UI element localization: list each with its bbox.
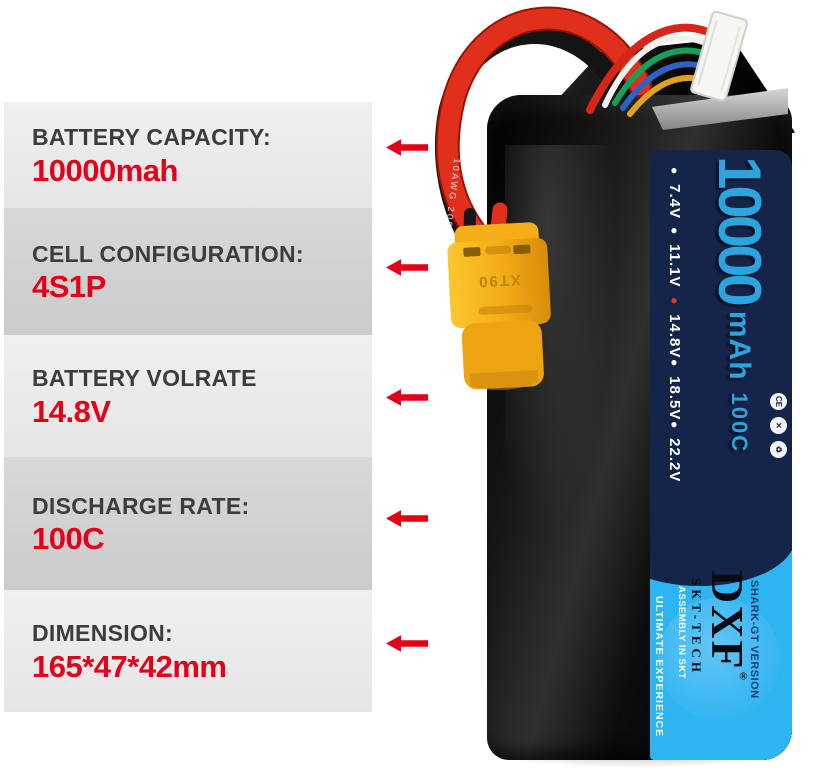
spec-label: BATTERY VOLRATE <box>32 365 257 392</box>
voltage-option-selected: ● 14.8V <box>666 293 683 358</box>
spec-block-capacity: BATTERY CAPACITY: 10000mah <box>4 102 372 208</box>
bullet-icon: ● <box>667 223 681 239</box>
battery-label: 10000 mAh 100C ● 7.4V ● 11.1V ● 14.8V ● … <box>650 150 792 760</box>
voltage-text: 18.5V <box>666 376 683 421</box>
ce-mark-icon: CE <box>770 393 787 410</box>
spec-value: 4S1P <box>32 269 106 305</box>
voltage-text: 14.8V <box>666 314 683 359</box>
discharge-rate-text: 100C <box>727 392 753 454</box>
pack-gloss-highlight <box>505 145 625 575</box>
left-arrow-icon <box>386 510 428 527</box>
bullet-icon: ● <box>667 355 681 371</box>
voltage-text: 22.2V <box>666 438 683 483</box>
spec-block-discharge-rate: DISCHARGE RATE: 100C <box>4 457 372 590</box>
weee-bin-icon: ✕ <box>770 417 787 434</box>
recycle-icon: ♻ <box>770 441 787 458</box>
spec-label: DISCHARGE RATE: <box>32 492 250 519</box>
capacity-text: 10000 mAh 100C <box>705 156 774 453</box>
voltage-option: ● 7.4V <box>666 163 683 219</box>
bullet-icon: ● <box>667 163 681 179</box>
certification-badges: CE ✕ ♻ <box>770 393 787 458</box>
spec-block-cell-configuration: CELL CONFIGURATION: 4S1P <box>4 208 372 335</box>
xt90-slot <box>463 247 481 257</box>
spec-value: 10000mah <box>32 152 178 188</box>
registered-mark: ® <box>737 670 750 685</box>
label-brand-area: ULTIMATE EXPERIENCE ASSEMBLY IN SKT SKT-… <box>650 538 792 760</box>
spec-value: 14.8V <box>32 393 111 429</box>
assembly-text: ASSEMBLY IN SKT <box>676 586 687 680</box>
spec-value: 100C <box>32 521 105 557</box>
edition-text: SHARK-GT VERSION <box>748 580 760 699</box>
spec-block-dimension: DIMENSION: 165*47*42mm <box>4 590 372 712</box>
spec-value: 165*47*42mm <box>32 648 227 684</box>
spec-label: CELL CONFIGURATION: <box>32 240 304 267</box>
wire-gauge-print: 10AWG 200°C <box>441 157 463 245</box>
tagline-text: ULTIMATE EXPERIENCE <box>653 596 665 738</box>
spec-block-voltage: BATTERY VOLRATE 14.8V <box>4 335 372 457</box>
left-arrow-icon <box>386 139 428 156</box>
left-arrow-icon <box>386 259 428 276</box>
left-arrow-icon <box>386 635 428 652</box>
battery-pack: 10000 mAh 100C ● 7.4V ● 11.1V ● 14.8V ● … <box>487 95 792 760</box>
spec-label: BATTERY CAPACITY: <box>32 124 271 151</box>
black-wire-stub <box>463 208 476 252</box>
voltage-option: ● 11.1V <box>666 223 683 288</box>
sub-brand-text: SKT-TECH <box>689 578 704 676</box>
capacity-unit: mAh <box>723 310 757 381</box>
voltage-text: 11.1V <box>666 244 683 288</box>
capacity-value: 10000 <box>706 156 773 303</box>
voltage-option: ● 22.2V <box>666 417 683 482</box>
voltage-option: ● 18.5V <box>666 355 683 420</box>
globe-graphic <box>658 598 780 720</box>
bullet-icon: ● <box>667 417 681 433</box>
spec-label: DIMENSION: <box>32 620 173 647</box>
brand-logo: DXF® <box>702 570 753 685</box>
voltage-text: 7.4V <box>666 184 683 220</box>
bullet-icon-red: ● <box>667 293 681 309</box>
left-arrow-icon <box>386 389 428 406</box>
